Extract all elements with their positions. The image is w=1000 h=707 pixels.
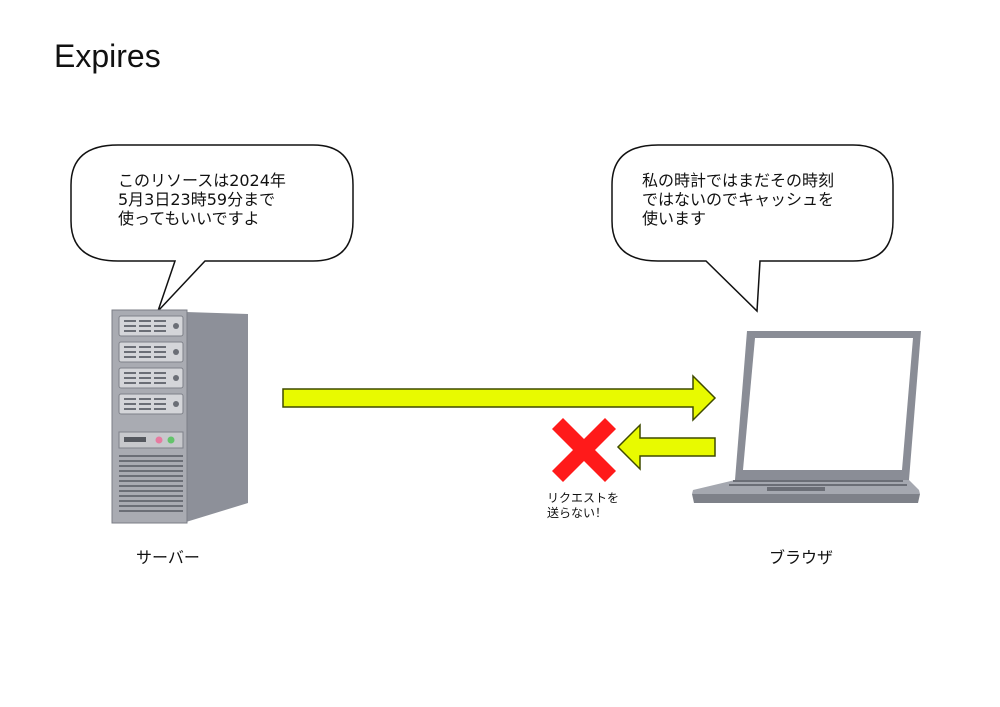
server-tower-icon (111, 309, 248, 524)
page-title: Expires (54, 38, 161, 74)
blocked-request-note: リクエストを 送らない！ (547, 491, 619, 521)
server-bubble-line: 5月3日23時59分まで (118, 190, 276, 209)
server-bubble-line: 使ってもいいですよ (118, 209, 260, 228)
laptop-icon (692, 331, 921, 503)
response-arrow (282, 374, 717, 422)
red-x-icon (552, 418, 616, 482)
browser-bubble-line: ではないのでキャッシュを (642, 190, 835, 209)
browser-bubble-line: 私の時計ではまだその時刻 (642, 171, 835, 190)
browser-speech-bubble (611, 144, 894, 313)
server-bubble-text: このリソースは2024年 5月3日23時59分まで 使ってもいいですよ (118, 171, 286, 228)
request-arrow (616, 423, 716, 471)
blocked-note-line: リクエストを (547, 491, 620, 505)
server-label: サーバー (136, 548, 200, 567)
blocked-note-line: 送らない！ (547, 506, 608, 520)
browser-label: ブラウザ (769, 548, 834, 567)
server-bubble-line: このリソースは2024年 (118, 171, 286, 190)
server-speech-bubble (70, 144, 354, 312)
browser-bubble-text: 私の時計ではまだその時刻 ではないのでキャッシュを 使います (642, 171, 834, 228)
browser-bubble-line: 使います (642, 209, 707, 228)
